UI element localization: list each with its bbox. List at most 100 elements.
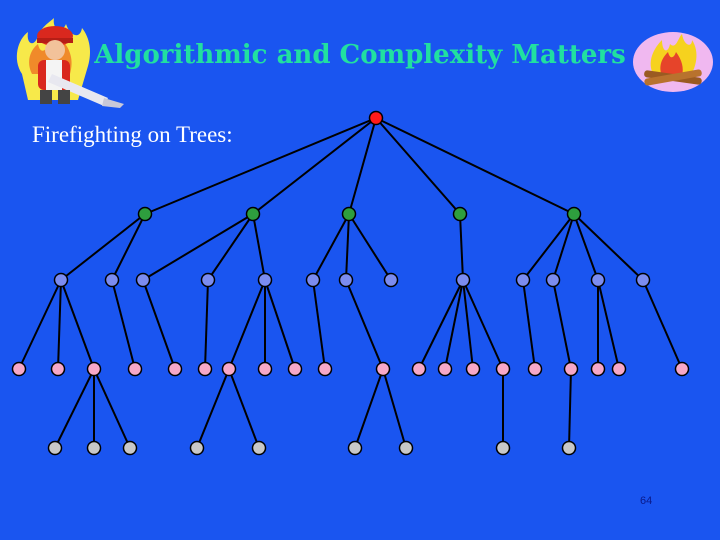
tree-edge — [552, 279, 572, 370]
tree-node-level-2 — [338, 272, 354, 288]
tree-edge — [54, 368, 95, 449]
tree-node-level-1 — [566, 206, 582, 222]
tree-edge — [312, 279, 326, 370]
firefighter-clipart-icon — [16, 18, 124, 108]
tree-node-level-4 — [398, 440, 414, 456]
tree-node-level-3 — [437, 361, 453, 377]
tree-edge — [444, 279, 464, 370]
tree-edge — [60, 213, 146, 281]
campfire-clipart-icon — [633, 32, 713, 92]
tree-edge — [573, 213, 644, 281]
tree-edge — [382, 368, 407, 449]
tree-edge — [142, 279, 176, 370]
tree-node-level-2 — [635, 272, 651, 288]
tree-edge — [264, 279, 296, 370]
tree-node-level-4 — [561, 440, 577, 456]
tree-edge — [196, 368, 230, 449]
slide-title: Algorithmic and Complexity Matters — [94, 40, 626, 70]
tree-edge — [348, 117, 377, 215]
tree-edge — [522, 279, 536, 370]
tree-edge — [60, 279, 95, 370]
tree-node-level-3 — [221, 361, 237, 377]
tree-node-level-2 — [53, 272, 69, 288]
tree-node-level-4 — [122, 440, 138, 456]
tree-node-level-2 — [305, 272, 321, 288]
tree-edge — [111, 279, 136, 370]
tree-node-level-1 — [245, 206, 261, 222]
tree-node-level-2 — [545, 272, 561, 288]
tree-edge — [207, 213, 254, 281]
tree-node-level-3 — [527, 361, 543, 377]
tree-node-level-3 — [167, 361, 183, 377]
tree-node-level-2 — [383, 272, 399, 288]
tree-node-level-4 — [251, 440, 267, 456]
tree-edge — [252, 117, 377, 215]
tree-edge — [252, 213, 266, 281]
tree-node-level-3 — [563, 361, 579, 377]
tree-node-level-2 — [455, 272, 471, 288]
tree-node-level-3 — [317, 361, 333, 377]
tree-node-level-0 — [368, 110, 384, 126]
tree-edge — [375, 117, 575, 215]
tree-node-level-3 — [127, 361, 143, 377]
tree-node-level-3 — [495, 361, 511, 377]
tree-node-level-2 — [200, 272, 216, 288]
tree-node-level-4 — [189, 440, 205, 456]
tree-edge — [462, 279, 474, 370]
tree-edge — [204, 279, 209, 370]
tree-edge — [144, 117, 377, 215]
tree-edge — [522, 213, 575, 281]
tree-node-level-1 — [137, 206, 153, 222]
tree-edge — [228, 368, 260, 449]
tree-node-level-3 — [465, 361, 481, 377]
tree-edge — [375, 117, 461, 215]
tree-node-level-3 — [674, 361, 690, 377]
tree-node-level-3 — [287, 361, 303, 377]
tree-node-level-3 — [11, 361, 27, 377]
tree-node-level-1 — [452, 206, 468, 222]
tree-edge — [228, 279, 266, 370]
tree-node-level-2 — [515, 272, 531, 288]
tree-edge — [312, 213, 350, 281]
tree-edge — [93, 368, 131, 449]
tree-edge — [57, 279, 62, 370]
tree-edge — [142, 213, 254, 281]
tree-node-level-4 — [86, 440, 102, 456]
tree-node-level-4 — [347, 440, 363, 456]
tree-edge — [348, 213, 392, 281]
tree-node-level-3 — [375, 361, 391, 377]
tree-node-level-3 — [86, 361, 102, 377]
slide-subtitle: Firefighting on Trees: — [32, 122, 233, 147]
tree-edge — [345, 213, 350, 281]
tree-node-level-2 — [135, 272, 151, 288]
tree-edge — [111, 213, 146, 281]
tree-node-level-2 — [257, 272, 273, 288]
tree-node-level-3 — [611, 361, 627, 377]
tree-edge — [418, 279, 464, 370]
tree-edge — [459, 213, 464, 281]
page-number: 64 — [640, 495, 653, 507]
tree-node-level-4 — [47, 440, 63, 456]
tree-edge — [642, 279, 683, 370]
tree-node-level-3 — [257, 361, 273, 377]
tree-node-level-2 — [104, 272, 120, 288]
tree-edge — [568, 368, 572, 449]
tree-node-level-3 — [590, 361, 606, 377]
tree-node-level-4 — [495, 440, 511, 456]
tree-node-level-2 — [590, 272, 606, 288]
tree-nodes — [11, 110, 690, 456]
tree-edge — [354, 368, 384, 449]
tree-edge — [573, 213, 599, 281]
tree-node-level-1 — [341, 206, 357, 222]
tree-edge — [552, 213, 575, 281]
tree-node-level-3 — [50, 361, 66, 377]
tree-edge — [345, 279, 384, 370]
tree-edge — [18, 279, 62, 370]
tree-edges — [18, 117, 683, 449]
tree-edge — [462, 279, 504, 370]
tree-node-level-3 — [411, 361, 427, 377]
tree-node-level-3 — [197, 361, 213, 377]
tree-edge — [597, 279, 620, 370]
